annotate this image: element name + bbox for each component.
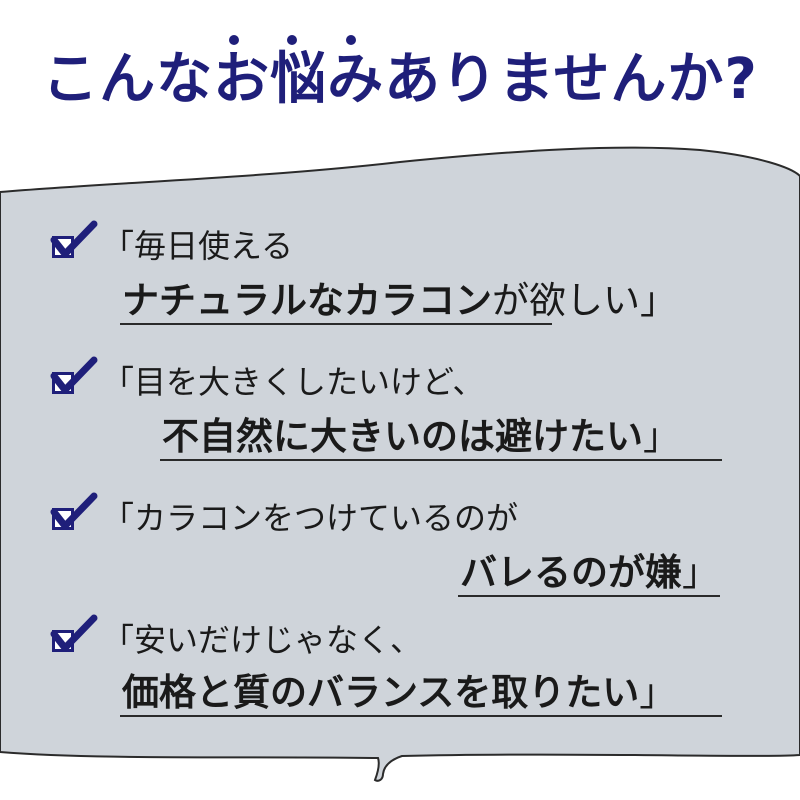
highlight-underline	[120, 715, 722, 717]
phrase-ending: 」	[643, 415, 680, 458]
emphasis-dot-icon	[287, 35, 297, 45]
concern-item: 「目を大きくしたいけど、 不自然に大きいのは避けたい」	[0, 356, 800, 478]
concern-quote-line1: 「安いだけじゃなく、	[102, 621, 423, 659]
concern-item: 「カラコンをつけているのが バレるのが嫌」	[0, 492, 800, 614]
concern-item: 「毎日使える ナチュラルなカラコンが欲しい」	[0, 220, 800, 342]
highlighted-phrase: ナチュラルなカラコン	[122, 279, 492, 322]
emphasis-dot-icon	[346, 35, 356, 45]
concern-quote-line1: 「カラコンをつけているのが	[102, 499, 519, 537]
concern-quote-line1: 「目を大きくしたいけど、	[102, 363, 485, 401]
concern-item: 「安いだけじゃなく、 価格と質のバランスを取りたい」	[0, 614, 800, 736]
checkmark-icon	[50, 614, 98, 652]
checkmark-icon	[50, 220, 98, 258]
concern-quote-line2: 不自然に大きいのは避けたい」	[162, 418, 680, 455]
checkmark-icon	[50, 356, 98, 394]
concern-quote-line1: 「毎日使える	[102, 227, 294, 265]
highlight-underline	[458, 595, 720, 597]
phrase-ending: が欲しい」	[492, 279, 677, 322]
highlighted-phrase: 不自然に大きいのは避けたい	[162, 415, 643, 458]
highlighted-phrase: 価格と質のバランスを取りたい	[122, 671, 640, 714]
concern-quote-line2: バレるのが嫌」	[460, 554, 719, 591]
phrase-ending: 」	[682, 551, 719, 594]
concern-quote-line2: 価格と質のバランスを取りたい」	[122, 674, 676, 711]
highlighted-phrase: バレるのが嫌	[460, 551, 682, 594]
highlight-underline	[120, 323, 552, 325]
phrase-ending: 」	[639, 671, 677, 714]
speech-bubble-shape	[0, 146, 800, 782]
highlight-underline	[160, 459, 722, 461]
emphasis-dot-icon	[229, 35, 239, 45]
checkmark-icon	[50, 492, 98, 530]
page-title: こんなお悩みありませんか?	[42, 47, 758, 112]
concern-quote-line2: ナチュラルなカラコンが欲しい」	[122, 282, 677, 319]
